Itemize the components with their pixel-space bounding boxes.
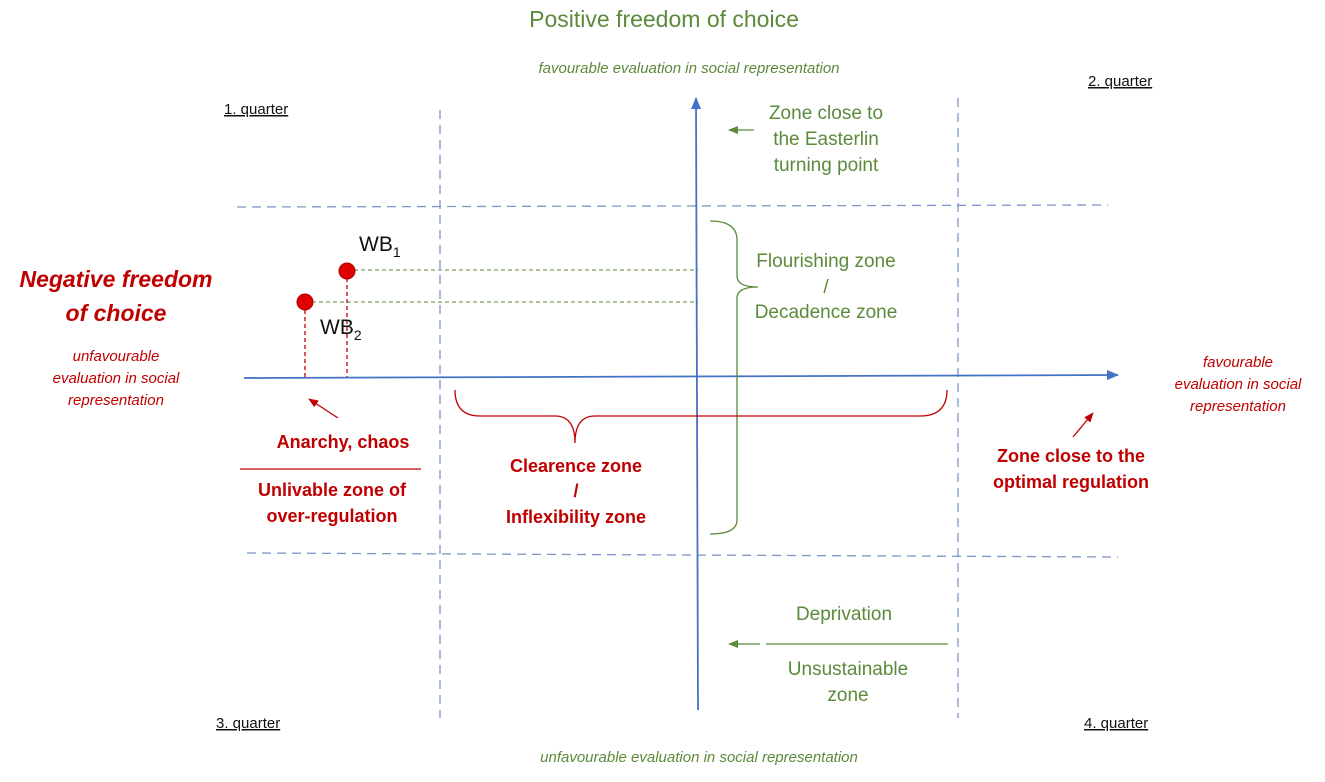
- clearence-brace: [454, 389, 948, 444]
- clearence-separator: /: [573, 481, 578, 501]
- deprivation-label: Deprivation: [796, 604, 892, 625]
- unlivable-line1: Unlivable zone of: [258, 480, 407, 500]
- easterlin-line1: Zone close to: [769, 103, 883, 124]
- left-title-line1: Negative freedom: [19, 266, 212, 292]
- flourishing-separator: /: [823, 277, 829, 298]
- grid-line-bottom-horizontal: [246, 552, 1119, 558]
- quarter-1-label: 1. quarter: [224, 101, 288, 118]
- unsustainable-line2: zone: [827, 685, 868, 706]
- left-sub-line1: unfavourable: [73, 348, 160, 365]
- optimal-line1: Zone close to the: [997, 446, 1145, 466]
- right-sub-line2: evaluation in social: [1175, 376, 1302, 393]
- flourishing-label: Flourishing zone: [756, 251, 895, 272]
- easterlin-line3: turning point: [774, 155, 879, 176]
- optimal-arrow: [1072, 412, 1094, 438]
- right-sub-line3: representation: [1190, 398, 1286, 415]
- wb2-point: [296, 293, 314, 311]
- vertical-axis: [691, 97, 702, 711]
- quarter-4-label: 4. quarter: [1084, 715, 1148, 732]
- optimal-line2: optimal regulation: [993, 472, 1149, 492]
- left-title-line2: of choice: [66, 300, 167, 326]
- bottom-subtitle: unfavourable evaluation in social repres…: [540, 749, 858, 766]
- decadence-label: Decadence zone: [755, 302, 898, 323]
- top-subtitle: favourable evaluation in social represen…: [538, 60, 839, 77]
- wb2-label-sub: 2: [354, 327, 362, 343]
- wb1-label-base: WB: [359, 233, 393, 256]
- inflexibility-label: Inflexibility zone: [506, 507, 646, 527]
- unlivable-line2: over-regulation: [266, 506, 397, 526]
- anarchy-label: Anarchy, chaos: [277, 432, 410, 452]
- wb2-label: WB2: [320, 316, 362, 343]
- horizontal-axis: [243, 370, 1119, 381]
- clearence-label: Clearence zone: [510, 456, 642, 476]
- flourishing-brace: [709, 220, 759, 535]
- left-sub-line2: evaluation in social: [53, 370, 180, 387]
- top-title: Positive freedom of choice: [529, 6, 799, 32]
- unsustainable-line1: Unsustainable: [788, 659, 908, 680]
- wb1-point: [338, 262, 356, 280]
- right-sub-line1: favourable: [1203, 354, 1273, 371]
- quarter-3-label: 3. quarter: [216, 715, 280, 732]
- wb2-label-base: WB: [320, 316, 354, 339]
- anarchy-arrow: [308, 398, 339, 419]
- grid-line-top-horizontal: [236, 204, 1109, 208]
- wb1-label: WB1: [359, 233, 401, 260]
- quarter-2-label: 2. quarter: [1088, 73, 1152, 90]
- easterlin-line2: the Easterlin: [773, 129, 879, 150]
- left-sub-line3: representation: [68, 392, 164, 409]
- wb1-label-sub: 1: [393, 244, 401, 260]
- grid-lines: [236, 98, 1119, 718]
